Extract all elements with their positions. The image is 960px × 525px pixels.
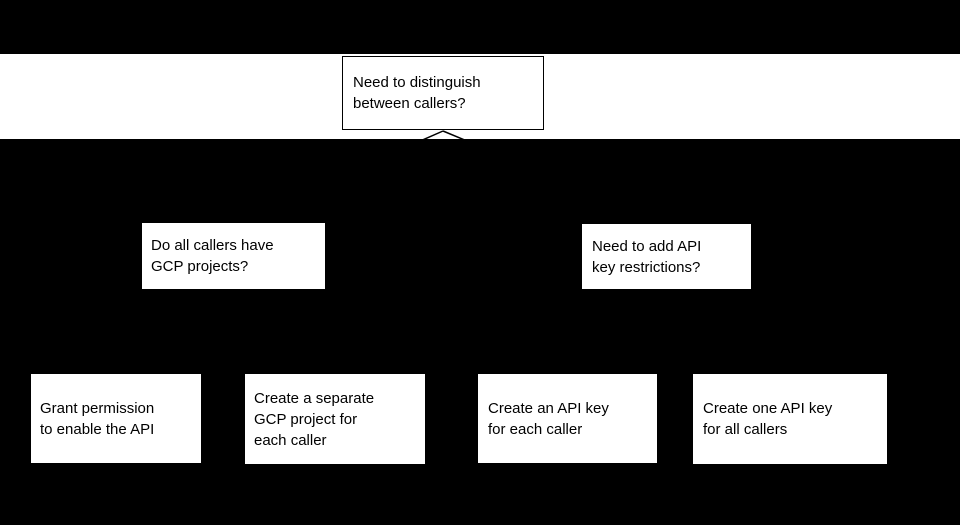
outcome-label-grant-permission: Grant permission to enable the API	[40, 399, 155, 438]
outcome-label-api-key-each-caller: Create an API key for each caller	[488, 399, 609, 438]
root-question-box: Need to distinguish between callers?	[342, 56, 544, 130]
decision-label-key-restrictions: Need to add API key restrictions?	[592, 237, 702, 276]
decision-box-key-restrictions: Need to add API key restrictions?	[582, 224, 751, 289]
outcome-box-one-api-key-all-callers: Create one API key for all callers	[693, 374, 887, 464]
outcome-label-separate-gcp-project: Create a separate GCP project for each c…	[254, 389, 375, 449]
decision-box-gcp-projects: Do all callers have GCP projects?	[142, 223, 325, 289]
outcome-box-grant-permission: Grant permission to enable the API	[31, 374, 201, 463]
outcome-label-one-api-key-all-callers: Create one API key for all callers	[703, 400, 833, 438]
outcome-box-separate-gcp-project: Create a separate GCP project for each c…	[245, 374, 425, 464]
outcome-box-api-key-each-caller: Create an API key for each caller	[478, 374, 657, 463]
decision-label-gcp-projects: Do all callers have GCP projects?	[151, 237, 274, 275]
root-question-label: Need to distinguish between callers?	[353, 74, 481, 112]
